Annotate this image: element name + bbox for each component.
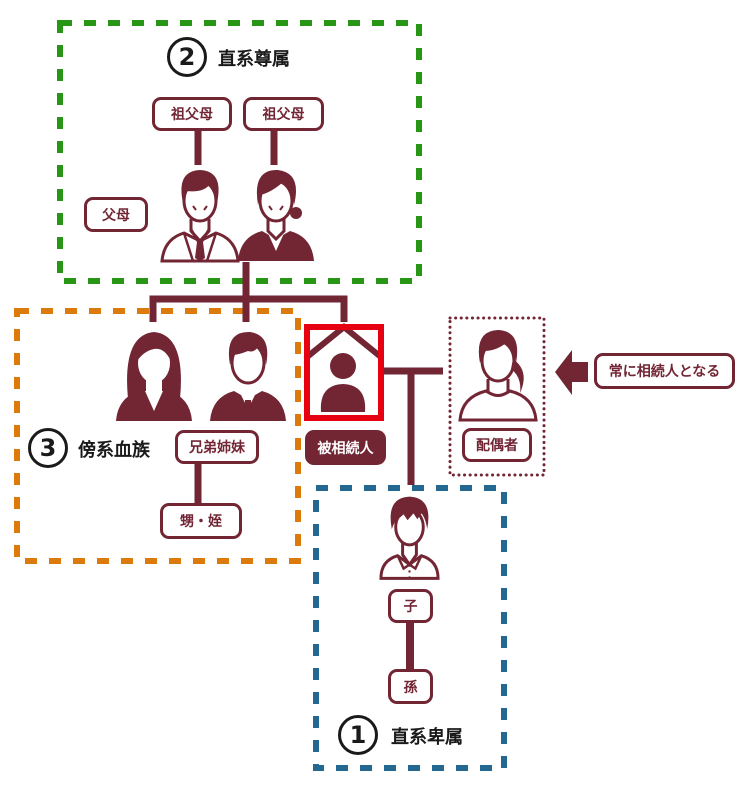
collateral-frame: [14, 308, 301, 564]
siblings-label: 兄弟姉妹: [175, 430, 259, 464]
direct-ascendants-frame: [57, 20, 422, 284]
person-male-casual-icon: [379, 496, 440, 580]
group-number-badge: 2: [167, 37, 207, 77]
person-male-suit-icon: [160, 170, 240, 263]
house-person-icon: [305, 323, 383, 412]
grandparent-left-label: 祖父母: [152, 97, 232, 131]
deceased-label: 被相続人: [305, 430, 386, 465]
parents-label: 父母: [84, 197, 148, 232]
deceased-highlight-frame: [304, 324, 384, 421]
collateral-title: 傍系血族: [78, 440, 150, 461]
spouse-label: 配偶者: [462, 428, 532, 462]
group-number-badge: 3: [28, 428, 68, 468]
group-number-badge: 1: [338, 715, 378, 755]
children-of-parents-bracket: [149, 295, 348, 322]
direct-ascendants-title: 直系尊属: [218, 49, 290, 70]
direct-descendants-frame: [313, 485, 507, 771]
spouse-note-label: 常に相続人となる: [594, 353, 735, 389]
person-female-longhair-icon: [116, 332, 192, 421]
spouse-dotted-frame: [448, 316, 546, 477]
person-male-suit-filled-icon: [210, 331, 286, 421]
person-female-suit-icon: [238, 169, 314, 261]
grandparent-right-label: 祖父母: [243, 97, 324, 131]
nephew-niece-label: 甥・姪: [160, 503, 242, 539]
grandchild-label: 孫: [388, 669, 433, 704]
person-female-ponytail-icon: [458, 330, 538, 422]
arrow-left-icon: [555, 350, 588, 395]
direct-descendants-title: 直系卑属: [391, 727, 463, 748]
child-label: 子: [388, 589, 433, 623]
